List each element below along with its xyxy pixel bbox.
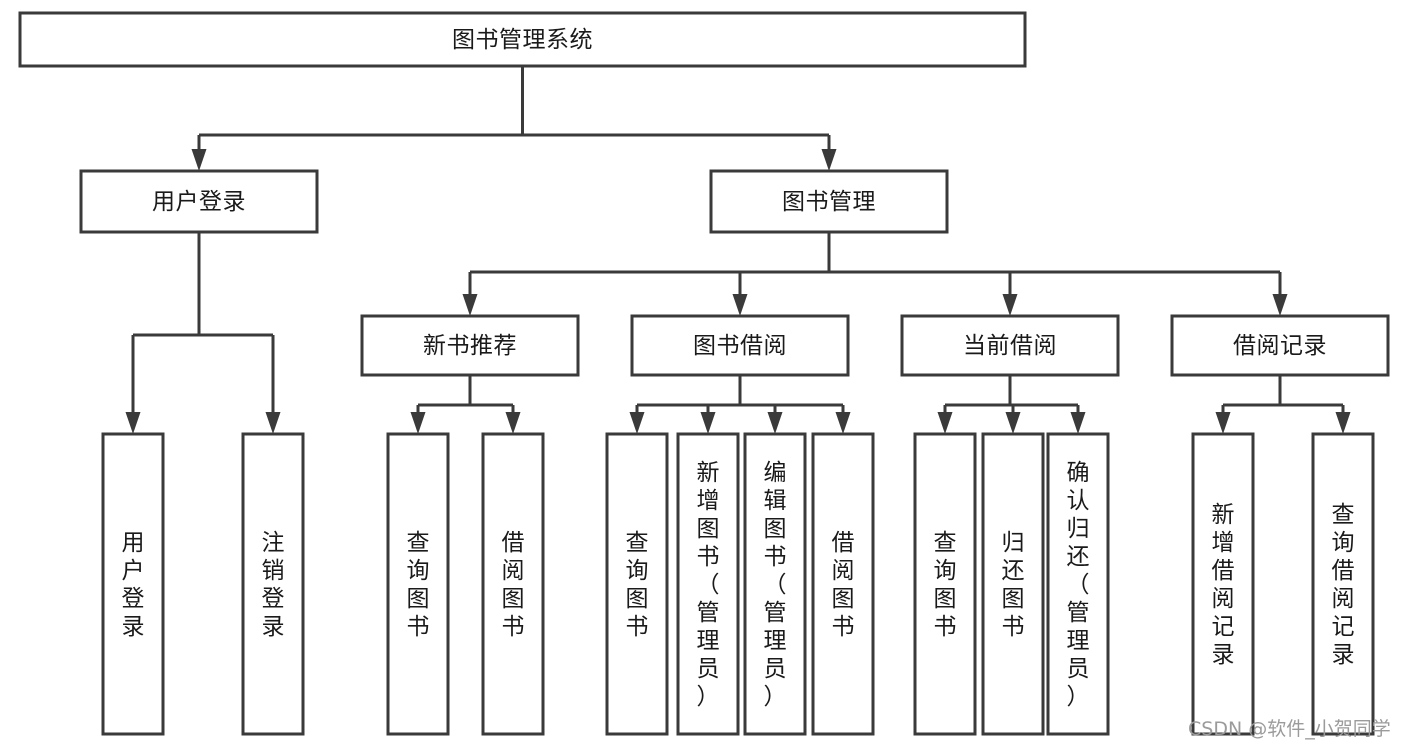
node-label: 新增图书（管理员） (697, 460, 720, 710)
node-label: 查询借阅记录 (1332, 502, 1355, 668)
node-current-borrow[interactable]: 当前借阅 (900, 314, 1120, 377)
edge-group-book-manage (462, 232, 1288, 316)
edge-group-current-borrow (937, 375, 1086, 434)
node-root[interactable]: 图书管理系统 (18, 11, 1027, 68)
node-label: 借阅图书 (502, 530, 525, 640)
node-label: 确认归还（管理员） (1067, 460, 1090, 710)
node-box (18, 11, 1027, 68)
node-box (1311, 432, 1375, 736)
edge-arrowhead (821, 149, 837, 171)
node-label: 新书推荐 (423, 333, 517, 359)
node-leaf-borrow-book-1[interactable]: 借阅图书 (481, 432, 545, 736)
edge-arrowhead (410, 412, 426, 434)
node-leaf-logout-login[interactable]: 注销登录 (241, 432, 305, 736)
edge-arrowhead (1272, 294, 1288, 316)
edge-arrowhead (1215, 412, 1231, 434)
node-label: 当前借阅 (963, 333, 1057, 359)
node-book-borrow[interactable]: 图书借阅 (630, 314, 850, 377)
node-label: 图书管理系统 (452, 27, 593, 53)
node-leaf-add-borrow-record[interactable]: 新增借阅记录 (1191, 432, 1255, 736)
node-box (1046, 432, 1110, 736)
node-leaf-return-book[interactable]: 归还图书 (981, 432, 1045, 736)
node-label: 借阅图书 (832, 530, 855, 640)
node-box (605, 432, 669, 736)
node-box (386, 432, 450, 736)
edge-arrowhead (505, 412, 521, 434)
edge-arrowhead (1002, 294, 1018, 316)
node-leaf-query-book-3[interactable]: 查询图书 (913, 432, 977, 736)
node-leaf-query-borrow-record[interactable]: 查询借阅记录 (1311, 432, 1375, 736)
node-leaf-confirm-return-admin[interactable]: 确认归还（管理员） (1046, 432, 1110, 736)
node-leaf-query-book-1[interactable]: 查询图书 (386, 432, 450, 736)
edge-group-user-login (125, 232, 281, 434)
node-box (913, 432, 977, 736)
node-label: 用户登录 (122, 530, 145, 640)
edge-arrowhead (125, 412, 141, 434)
edge-arrowhead (191, 149, 207, 171)
node-label: 查询图书 (934, 530, 957, 640)
node-label: 归还图书 (1002, 530, 1025, 640)
node-label: 查询图书 (626, 530, 649, 640)
node-box (360, 314, 580, 377)
nodes-layer: 图书管理系统用户登录图书管理新书推荐图书借阅当前借阅借阅记录用户登录注销登录查询… (18, 11, 1390, 736)
node-leaf-query-book-2[interactable]: 查询图书 (605, 432, 669, 736)
node-box (900, 314, 1120, 377)
edge-arrowhead (732, 294, 748, 316)
node-label: 注销登录 (262, 530, 285, 640)
node-label: 图书借阅 (693, 333, 787, 359)
edge-arrowhead (700, 412, 716, 434)
edge-arrowhead (835, 412, 851, 434)
edge-arrowhead (767, 412, 783, 434)
node-box (743, 432, 807, 736)
node-box (101, 432, 165, 736)
edge-arrowhead (462, 294, 478, 316)
node-label: 图书管理 (782, 189, 876, 215)
node-user-login[interactable]: 用户登录 (79, 169, 319, 234)
node-label: 用户登录 (152, 189, 246, 215)
edge-arrowhead (629, 412, 645, 434)
node-box (981, 432, 1045, 736)
node-box (1170, 314, 1390, 377)
node-new-book-recommend[interactable]: 新书推荐 (360, 314, 580, 377)
edge-group-root (191, 66, 837, 171)
node-book-manage[interactable]: 图书管理 (709, 169, 949, 234)
edge-arrowhead (1070, 412, 1086, 434)
node-label: 借阅记录 (1233, 333, 1327, 359)
node-leaf-edit-book-admin[interactable]: 编辑图书（管理员） (743, 432, 807, 736)
node-box (709, 169, 949, 234)
node-box (481, 432, 545, 736)
node-label: 查询图书 (407, 530, 430, 640)
node-label: 新增借阅记录 (1212, 502, 1235, 668)
edge-arrowhead (1005, 412, 1021, 434)
node-box (1191, 432, 1255, 736)
node-box (811, 432, 875, 736)
edge-group-book-borrow (629, 375, 851, 434)
node-box (79, 169, 319, 234)
edge-arrowhead (265, 412, 281, 434)
edge-group-borrow-record (1215, 375, 1351, 434)
node-leaf-user-login[interactable]: 用户登录 (101, 432, 165, 736)
edge-arrowhead (1335, 412, 1351, 434)
node-box (630, 314, 850, 377)
node-box (241, 432, 305, 736)
edges-layer (125, 66, 1351, 434)
watermark-label: CSDN @软件_小贺同学 (1188, 718, 1391, 740)
node-leaf-add-book-admin[interactable]: 新增图书（管理员） (676, 432, 740, 736)
node-label: 编辑图书（管理员） (764, 460, 787, 710)
node-borrow-record[interactable]: 借阅记录 (1170, 314, 1390, 377)
edge-arrowhead (937, 412, 953, 434)
node-box (676, 432, 740, 736)
edge-group-new-book-recommend (410, 375, 521, 434)
node-leaf-borrow-book-2[interactable]: 借阅图书 (811, 432, 875, 736)
